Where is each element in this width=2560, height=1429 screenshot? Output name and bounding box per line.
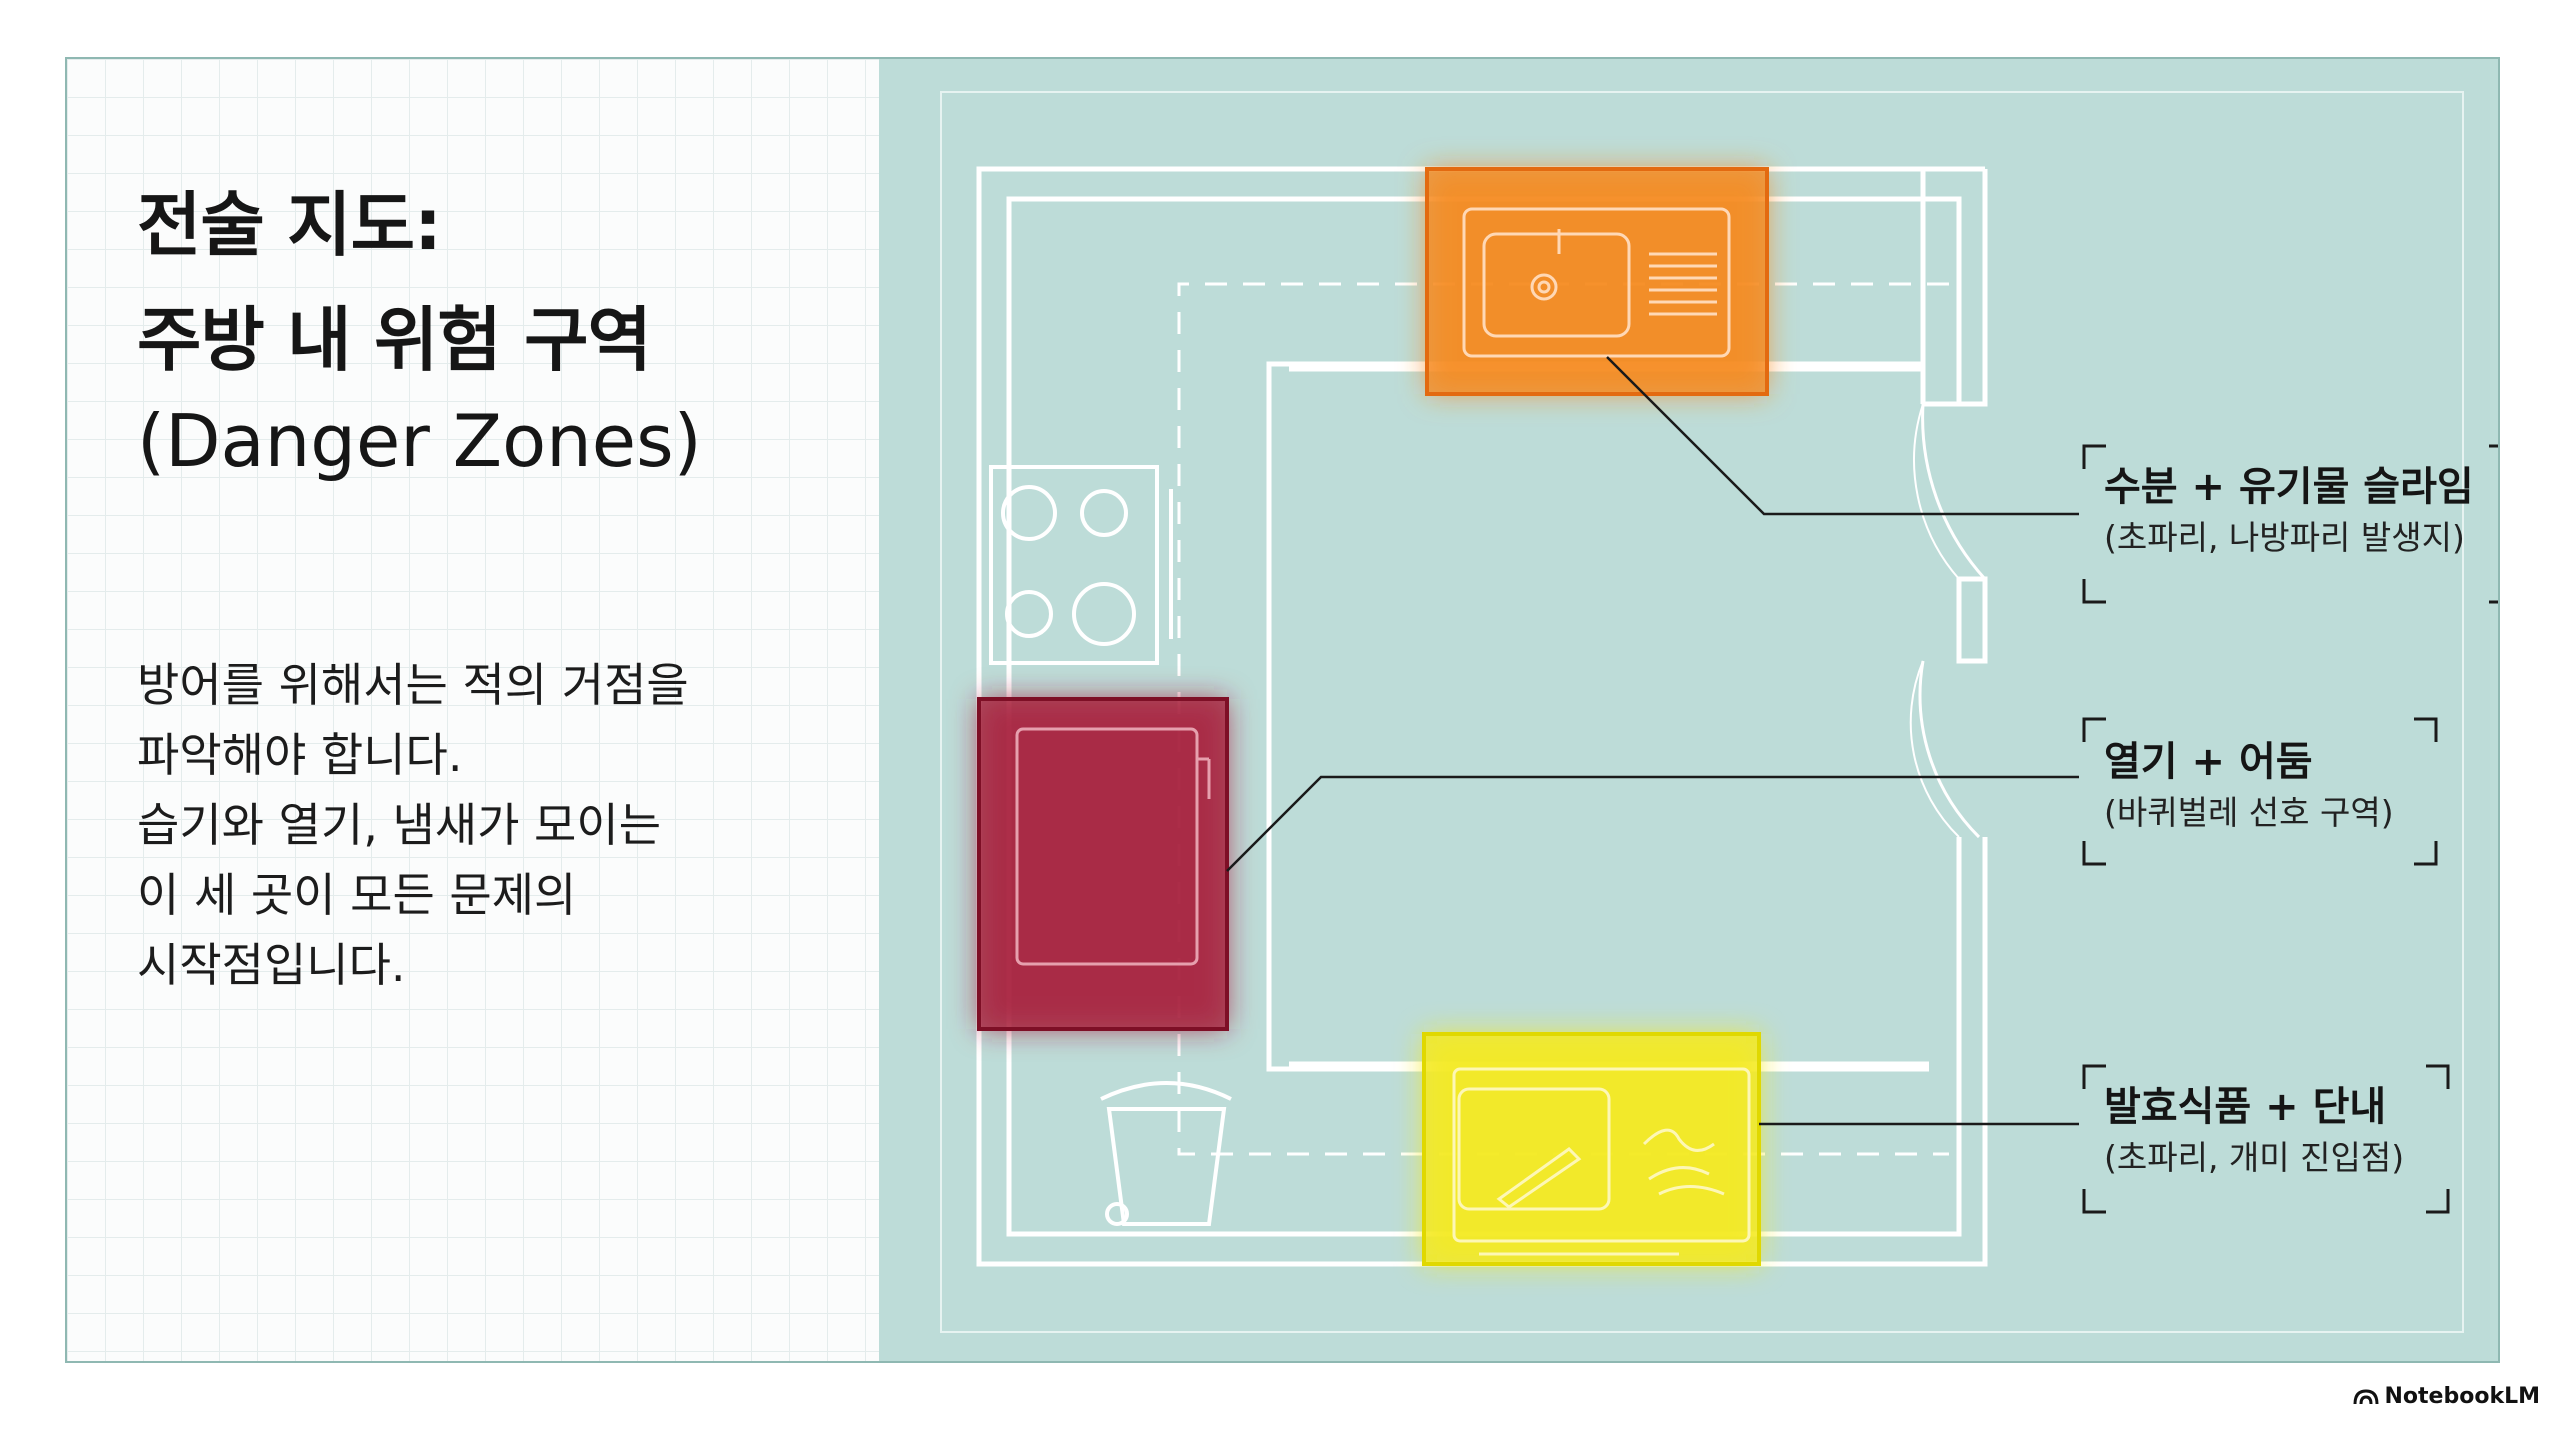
title-line-1: 전술 지도: bbox=[137, 184, 442, 266]
slide: 전술 지도: 주방 내 위험 구역 (Danger Zones) 방어를 위해서… bbox=[65, 57, 2500, 1363]
door-swings bbox=[1909, 403, 1987, 839]
fridge-danger-zone bbox=[977, 697, 1229, 1031]
description-line-1: 방어를 위해서는 적의 거점을 bbox=[137, 658, 689, 712]
callout-title: 수분 + 유기물 슬라임 bbox=[2104, 464, 2474, 510]
plan-frame bbox=[940, 91, 2464, 1333]
counter-edge-dashed bbox=[1177, 282, 1949, 1156]
notebooklm-logo-icon bbox=[2353, 1388, 2379, 1404]
brand-watermark: NotebookLM bbox=[2353, 1384, 2540, 1409]
callout-sink-zone: 수분 + 유기물 슬라임 (초파리, 나방파리 발생지) bbox=[2104, 459, 2474, 561]
sink-danger-zone bbox=[1425, 167, 1769, 396]
callout-subtitle: (초파리, 개미 진입점) bbox=[2104, 1138, 2405, 1177]
kitchen-floor-plan bbox=[940, 91, 2498, 1333]
title-line-3: (Danger Zones) bbox=[137, 399, 702, 483]
description-line-2: 파악해야 합니다. bbox=[137, 728, 463, 782]
title-line-2: 주방 내 위험 구역 bbox=[137, 299, 652, 381]
description-line-3: 습기와 열기, 냄새가 모이는 bbox=[137, 798, 662, 852]
description-line-5: 시작점입니다. bbox=[137, 938, 406, 992]
callout-fridge-zone: 열기 + 어둠 (바퀴벌레 선호 구역) bbox=[2104, 734, 2394, 836]
callout-subtitle: (초파리, 나방파리 발생지) bbox=[2104, 518, 2465, 557]
callout-title: 발효식품 + 단내 bbox=[2104, 1084, 2387, 1130]
description-line-4: 이 세 곳이 모든 문제의 bbox=[137, 868, 577, 922]
floor-plan-panel: 수분 + 유기물 슬라임 (초파리, 나방파리 발생지) 열기 + 어둠 (바퀴… bbox=[879, 59, 2498, 1361]
stove-icon bbox=[989, 465, 1173, 665]
left-panel: 전술 지도: 주방 내 위험 구역 (Danger Zones) 방어를 위해서… bbox=[67, 59, 879, 1361]
callout-food-zone: 발효식품 + 단내 (초파리, 개미 진입점) bbox=[2104, 1079, 2404, 1181]
fridge-icon bbox=[1015, 727, 1211, 966]
trash-can-icon bbox=[1100, 1081, 1232, 1226]
callout-subtitle: (바퀴벌레 선호 구역) bbox=[2104, 793, 2394, 832]
callout-brackets bbox=[2082, 444, 2498, 1214]
brand-name: NotebookLM bbox=[2384, 1384, 2540, 1409]
callout-title: 열기 + 어둠 bbox=[2104, 739, 2313, 785]
sink-icon bbox=[1462, 207, 1731, 358]
callout-leaders bbox=[1226, 356, 2079, 1126]
food-prep-danger-zone bbox=[1422, 1032, 1761, 1266]
cutting-board-icon bbox=[1452, 1067, 1751, 1256]
